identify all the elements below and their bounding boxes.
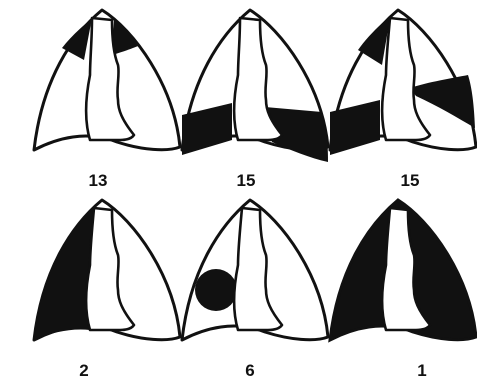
panel-2: 15	[182, 10, 328, 190]
panel-3: 15	[330, 10, 476, 190]
count-label: 2	[79, 361, 88, 380]
count-label: 15	[401, 171, 420, 190]
panel-1: 13	[34, 10, 180, 190]
panel-5: 6	[182, 200, 328, 380]
count-label: 1	[417, 361, 426, 380]
panel-4: 2	[34, 200, 180, 380]
panel-6: 1	[330, 200, 476, 380]
count-label: 15	[237, 171, 256, 190]
count-label: 13	[89, 171, 108, 190]
round-lesion	[195, 269, 237, 311]
count-label: 6	[245, 361, 254, 380]
